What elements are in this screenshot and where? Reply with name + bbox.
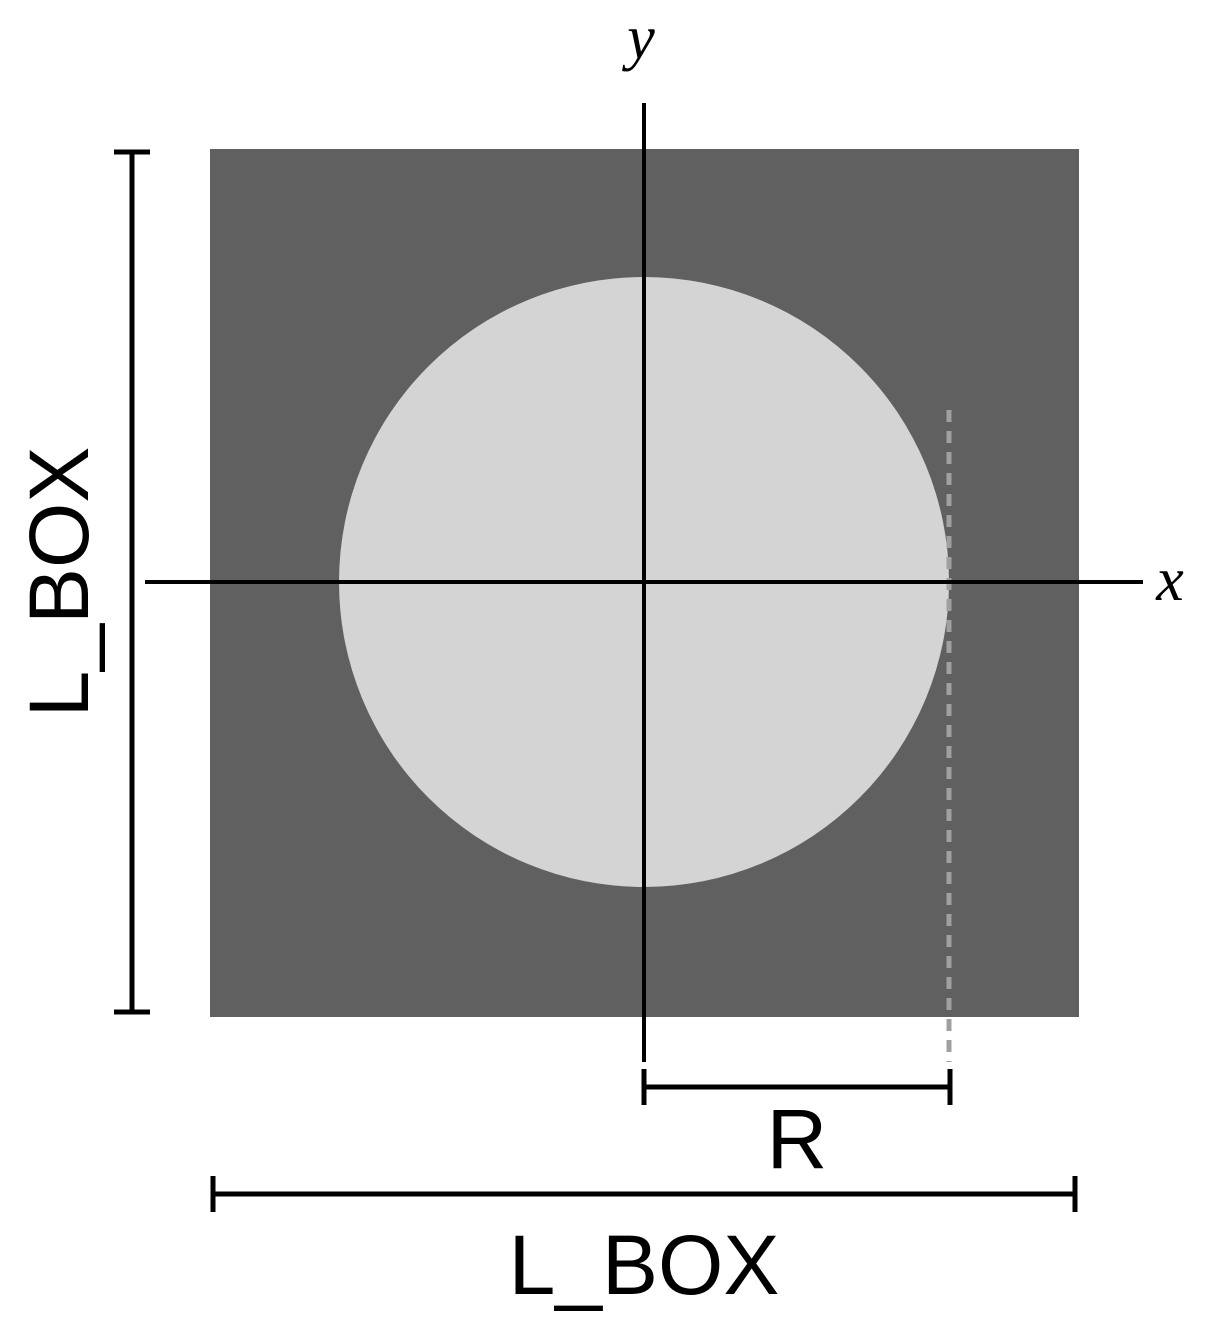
radius-dimension [641,1069,953,1105]
y-axis-label: y [621,4,655,72]
radius-label: R [767,1092,828,1186]
box-height-dimension [114,149,150,1015]
box-width-label: L_BOX [509,1218,780,1312]
box-width-dimension [210,1176,1078,1212]
x-axis-label: x [1155,546,1184,614]
box-height-label: L_BOX [12,447,106,718]
